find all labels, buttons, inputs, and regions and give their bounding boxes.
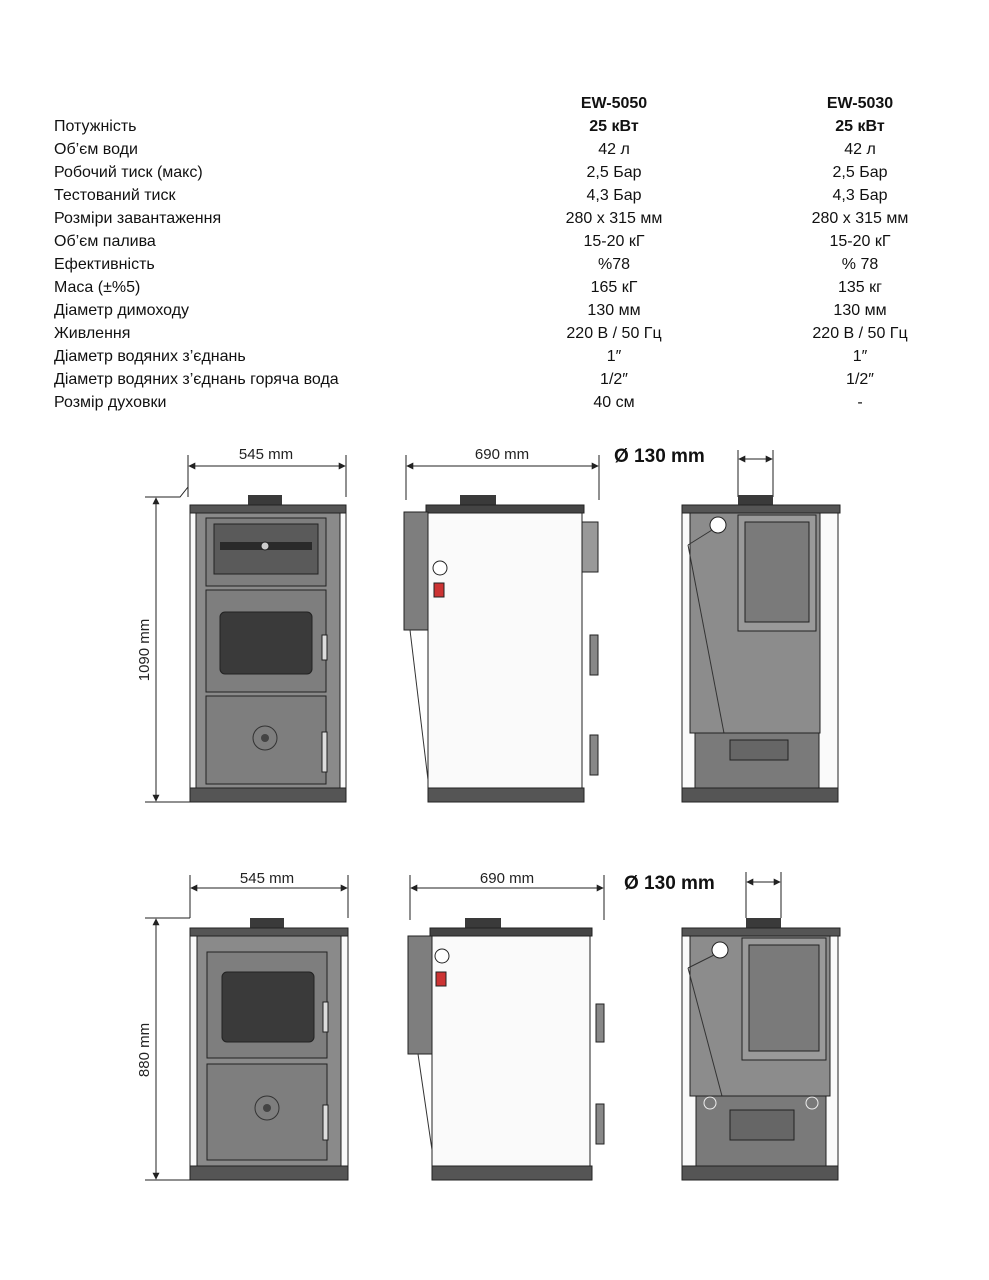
depth-dimension-bottom: [409, 875, 605, 920]
spec-value-ew5050: 165 кГ: [590, 279, 638, 296]
spec-label: Діаметр водяних з’єднань горяча вода: [54, 371, 339, 388]
depth-label-bottom: 690 mm: [480, 870, 534, 887]
spec-row: Ефективність %78 % 78: [54, 253, 934, 276]
height-label-top: 1090 mm: [136, 619, 153, 682]
spec-row: Робочий тиск (макс) 2,5 Бар 2,5 Бар: [54, 161, 934, 184]
spec-value-ew5030: 42 л: [844, 141, 876, 158]
spec-label: Потужність: [54, 118, 137, 135]
spec-label: Об’єм води: [54, 141, 138, 158]
spec-value-ew5030: 15-20 кГ: [829, 233, 891, 250]
spec-row: Діаметр водяних з’єднань 1″ 1″: [54, 345, 934, 368]
spec-table: EW-5050 EW-5030 Потужність 25 кВт 25 кВт О…: [54, 92, 934, 414]
spec-row: Тестований тиск 4,3 Бар 4,3 Бар: [54, 184, 934, 207]
height-dimension-bottom: [145, 917, 190, 1181]
model-ew5030-header: EW-5030: [826, 95, 894, 112]
spec-row: Живлення 220 В / 50 Гц 220 В / 50 Гц: [54, 322, 934, 345]
spec-value-ew5030: 25 кВт: [835, 118, 885, 135]
spec-row: Розміри завантаження 280 x 315 мм 280 x 31…: [54, 207, 934, 230]
flue-dimension-bottom: [745, 872, 782, 918]
height-label-bottom: 880 mm: [136, 1023, 153, 1077]
back-view-bottom: [681, 918, 841, 1181]
spec-value-ew5050: 40 см: [593, 394, 635, 411]
spec-row: Маса (±%5) 165 кГ 135 кг: [54, 276, 934, 299]
spec-value-ew5050: 220 В / 50 Гц: [566, 325, 662, 342]
side-view-bottom: [407, 918, 605, 1181]
back-view-top: [681, 495, 841, 803]
spec-value-ew5050: 1″: [606, 348, 622, 365]
width-label-top: 545 mm: [239, 446, 293, 463]
spec-value-ew5050: 42 л: [598, 141, 630, 158]
spec-label: Ефективність: [54, 256, 155, 273]
flue-dimension-top: [737, 450, 774, 497]
spec-label: Об’єм палива: [54, 233, 156, 250]
spec-value-ew5050: %78: [597, 256, 631, 273]
spec-header-row: EW-5050 EW-5030: [54, 92, 934, 115]
spec-label: Діаметр димоходу: [54, 302, 190, 319]
spec-value-ew5050: 1/2″: [600, 371, 628, 388]
spec-row: Розмір духовки 40 см -: [54, 391, 934, 414]
spec-value-ew5030: % 78: [841, 256, 879, 273]
spec-value-ew5030: 2,5 Бар: [832, 164, 888, 181]
side-view-top: [403, 495, 599, 803]
spec-value-ew5050: 25 кВт: [589, 118, 639, 135]
spec-value-ew5030: 130 мм: [833, 302, 887, 319]
spec-value-ew5030: 4,3 Бар: [832, 187, 888, 204]
spec-row: Об’єм води 42 л 42 л: [54, 138, 934, 161]
spec-value-ew5050: 280 x 315 мм: [565, 210, 663, 227]
spec-value-ew5030: 220 В / 50 Гц: [812, 325, 908, 342]
spec-value-ew5050: 15-20 кГ: [583, 233, 645, 250]
spec-label: Діаметр водяних з’єднань: [54, 348, 246, 365]
width-dimension-bottom: [189, 875, 349, 918]
spec-row: Потужність 25 кВт 25 кВт: [54, 115, 934, 138]
spec-value-ew5030: 1/2″: [846, 371, 874, 388]
spec-value-ew5050: 130 мм: [587, 302, 641, 319]
spec-value-ew5050: 2,5 Бар: [586, 164, 642, 181]
spec-row: Діаметр димоходу 130 мм 130 мм: [54, 299, 934, 322]
spec-label: Маса (±%5): [54, 279, 141, 296]
spec-row: Діаметр водяних з’єднань горяча вода 1/2″…: [54, 368, 934, 391]
spec-value-ew5030: 135 кг: [838, 279, 882, 296]
height-dimension-top: [145, 496, 190, 803]
depth-label-top: 690 mm: [475, 446, 529, 463]
front-view-top: [189, 495, 347, 803]
spec-label: Живлення: [54, 325, 131, 342]
width-label-bottom: 545 mm: [240, 870, 294, 887]
flue-diameter-label-top: Ø 130 mm: [614, 446, 705, 467]
spec-row: Об’єм палива 15-20 кГ 15-20 кГ: [54, 230, 934, 253]
spec-label: Робочий тиск (макс): [54, 164, 203, 181]
spec-label: Розміри завантаження: [54, 210, 222, 227]
spec-value-ew5050: 4,3 Бар: [586, 187, 642, 204]
spec-label: Тестований тиск: [54, 187, 176, 204]
model-ew5050-header: EW-5050: [580, 95, 648, 112]
front-view-bottom: [189, 918, 349, 1181]
spec-value-ew5030: 1″: [852, 348, 868, 365]
depth-dimension-top: [405, 455, 600, 500]
flue-diameter-label-bottom: Ø 130 mm: [624, 873, 715, 894]
spec-value-ew5030: -: [857, 394, 863, 411]
spec-value-ew5030: 280 x 315 мм: [811, 210, 909, 227]
spec-label: Розмір духовки: [54, 394, 167, 411]
